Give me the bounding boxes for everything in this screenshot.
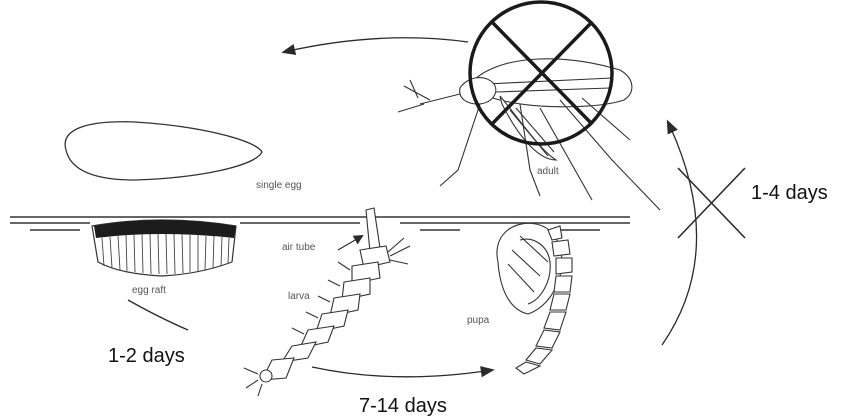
label-larva: larva (288, 291, 310, 302)
egg-raft-drawing (92, 220, 236, 276)
adult-mosquito-drawing (398, 59, 660, 210)
label-single-egg: single egg (256, 180, 302, 191)
label-egg-raft: egg raft (132, 285, 166, 296)
single-egg-drawing (65, 122, 262, 180)
cycle-arrow-egg-to-larva (128, 300, 188, 330)
cycle-arrow-pupa-to-adult (662, 122, 697, 345)
air-tube-pointer (338, 236, 362, 250)
label-pupa: pupa (467, 315, 490, 326)
pupa-drawing (497, 223, 572, 374)
cycle-arrow-adult-to-egg (284, 38, 468, 52)
cycle-arrow-larva-to-pupa (312, 367, 492, 377)
duration-egg-to-larva: 1-2 days (108, 346, 185, 366)
crossed-out-stage-mark (678, 168, 745, 238)
label-adult: adult (537, 166, 559, 177)
label-air-tube: air tube (282, 242, 316, 253)
larva-drawing (244, 208, 410, 396)
duration-adult-to-egg: 1-4 days (751, 183, 828, 203)
duration-larva-to-pupa: 7-14 days (359, 396, 447, 416)
